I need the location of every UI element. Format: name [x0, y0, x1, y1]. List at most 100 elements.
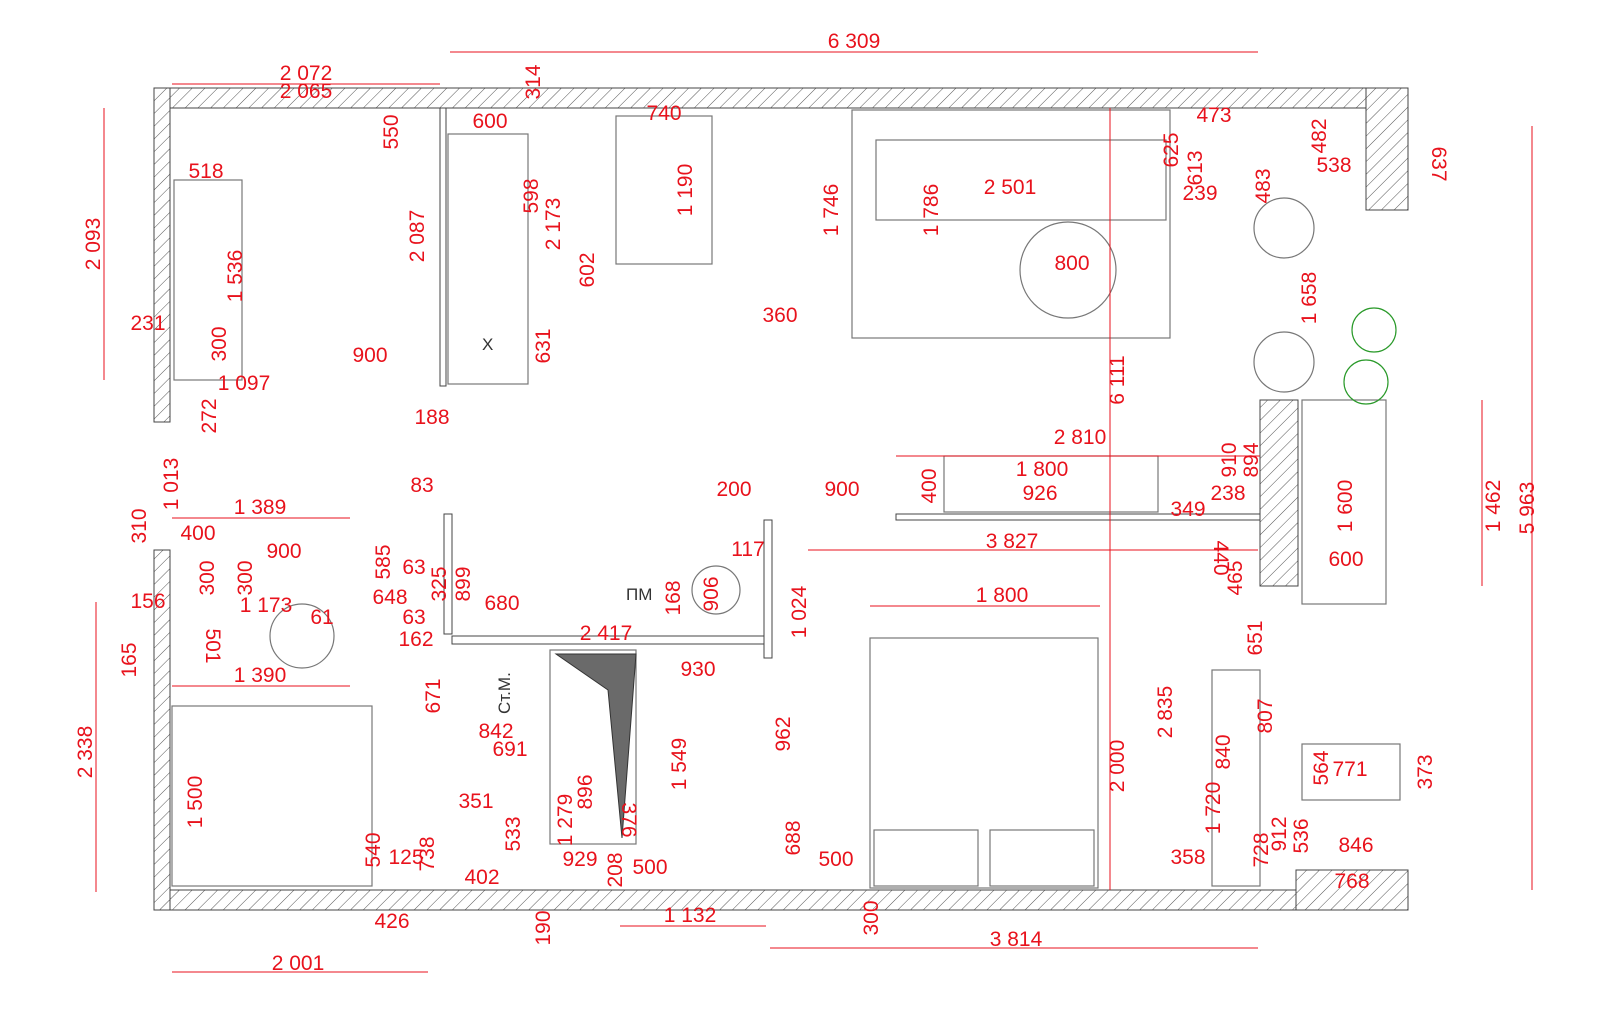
- dimension-label: 899: [452, 566, 475, 601]
- dimension-label: 2 417: [580, 622, 633, 645]
- dimension-label: 300: [234, 560, 257, 595]
- wall-right-upper: [1365, 87, 1409, 211]
- bed-pillow-right: [989, 829, 1095, 887]
- wall-left-upper: [153, 87, 171, 423]
- dimension-label: 840: [1212, 734, 1235, 769]
- stair-dark-wedge: [554, 653, 637, 839]
- sofa: [851, 109, 1171, 339]
- dimension-label: 2 093: [82, 218, 105, 271]
- dimension-label: 6 111: [1106, 355, 1129, 404]
- dimension-label: 402: [464, 866, 499, 889]
- plant-1: [1351, 307, 1397, 353]
- dimension-label: 2 001: [272, 952, 325, 975]
- dimension-label: 800: [1054, 252, 1089, 275]
- dimension-label: 688: [782, 820, 805, 855]
- dimension-label: 349: [1170, 498, 1205, 521]
- dimension-label: 962: [772, 716, 795, 751]
- dimension-label: 1 190: [674, 164, 697, 217]
- dimension-label: 906: [700, 576, 723, 611]
- dimension-label: 63: [402, 606, 425, 629]
- dimension-label: 117: [731, 538, 764, 561]
- dimension-label: 912: [1268, 816, 1291, 851]
- dimension-label: 768: [1334, 870, 1369, 893]
- dimension-label: 1 658: [1298, 272, 1321, 325]
- coffee-table: [1019, 221, 1117, 319]
- round-sink: [691, 565, 741, 615]
- dimension-label: 400: [180, 522, 215, 545]
- kitchen-unit: [447, 133, 529, 385]
- dimension-label: 910: [1218, 442, 1241, 477]
- dimension-label: 2 065: [280, 80, 333, 103]
- dimension-label: 929: [562, 848, 597, 871]
- dimension-label: 1 132: [664, 904, 717, 927]
- dimension-label: 168: [662, 580, 685, 615]
- dimension-label: 600: [1328, 548, 1363, 571]
- chair-lower: [1253, 331, 1315, 393]
- dimension-label: 728: [1250, 832, 1273, 867]
- dimension-label: 1 013: [160, 458, 183, 511]
- dimension-label: 1 279: [554, 794, 577, 847]
- dimension-label: 564: [1310, 750, 1333, 785]
- dimension-label: 231: [130, 312, 165, 335]
- dimension-label: 6 309: [828, 30, 881, 53]
- wall-bedroom-left: [763, 519, 773, 659]
- dimension-label: 671: [422, 678, 445, 713]
- dimension-label: 600: [472, 110, 507, 133]
- dimension-label: 156: [130, 590, 165, 613]
- dimension-label: 1 800: [1016, 458, 1069, 481]
- dimension-label: 631: [532, 328, 555, 363]
- dimension-label: 272: [198, 398, 221, 433]
- dimension-label: 1 462: [1482, 480, 1505, 533]
- dimension-label: 738: [416, 836, 439, 871]
- washer-mark: Ст.М.: [495, 672, 514, 714]
- dimension-label: 360: [762, 304, 797, 327]
- dimension-label: 358: [1170, 846, 1205, 869]
- dimension-label: 200: [716, 478, 751, 501]
- wall-bath-partition: [443, 513, 453, 635]
- dimension-label: 400: [918, 468, 941, 503]
- dimension-label: 518: [188, 160, 223, 183]
- dimension-label: 1 549: [668, 738, 691, 791]
- dimension-label: 310: [128, 508, 151, 543]
- dimension-label: 1 389: [234, 496, 287, 519]
- dimension-label: 900: [352, 344, 387, 367]
- fridge-mark: ПМ: [626, 585, 652, 604]
- wall-right-lower: [1295, 869, 1409, 911]
- dimension-label: 61: [310, 606, 333, 629]
- bed: [869, 637, 1099, 889]
- wall-bottom: [153, 889, 1409, 911]
- dimension-label: 1 500: [184, 776, 207, 829]
- dimension-label: 585: [372, 544, 395, 579]
- dimension-label: 2 835: [1154, 686, 1177, 739]
- wall-kitchen-partition: [439, 107, 447, 387]
- dimension-label: 538: [1316, 154, 1351, 177]
- dimension-label: 300: [196, 560, 219, 595]
- washbasin: [269, 603, 335, 669]
- dimension-label: 482: [1308, 118, 1331, 153]
- dimension-label: 473: [1196, 104, 1231, 127]
- dimension-label: 2 072: [280, 62, 333, 85]
- dimension-label: 165: [118, 642, 141, 677]
- dimension-label: 325: [428, 566, 451, 601]
- dimension-label: 501: [201, 628, 224, 663]
- dimension-label: 2 000: [1106, 740, 1129, 793]
- dimension-label: 536: [1290, 818, 1313, 853]
- dimension-label: 239: [1182, 182, 1217, 205]
- walls: [153, 87, 1409, 911]
- dimension-label: 5 963: [1516, 482, 1539, 535]
- dimension-label: 2 810: [1054, 426, 1107, 449]
- dimension-label: 125: [388, 846, 423, 869]
- dimension-label: 896: [574, 774, 597, 809]
- dimension-label: 238: [1210, 482, 1245, 505]
- dimension-label: 2 338: [74, 726, 97, 779]
- dimension-label: 807: [1254, 698, 1277, 733]
- wardrobe: [173, 179, 243, 381]
- dimension-label: 465: [1224, 560, 1247, 595]
- armchair-right: [1301, 743, 1401, 801]
- dimension-label: 3 827: [986, 530, 1039, 553]
- room-marks: X ПМ Ст.М.: [482, 335, 652, 714]
- dimension-label: 1 720: [1202, 782, 1225, 835]
- dimension-label: 1 390: [234, 664, 287, 687]
